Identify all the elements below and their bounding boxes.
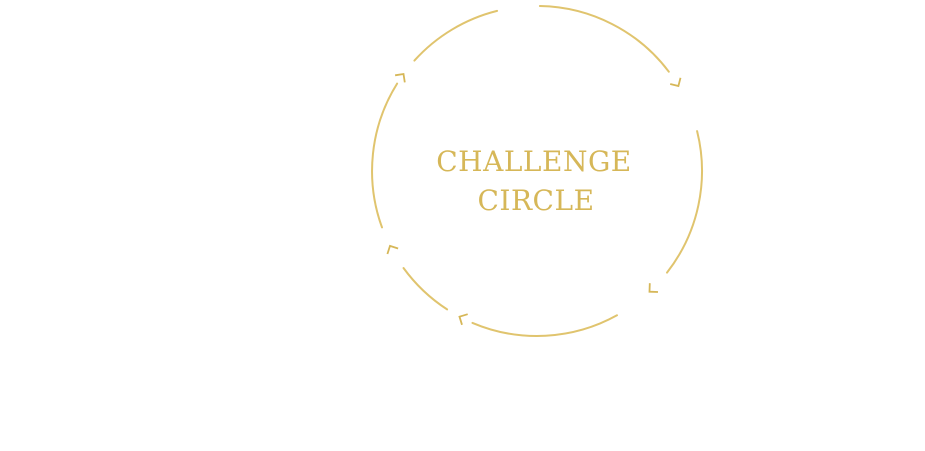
chevron-down-right-icon	[648, 283, 659, 293]
chevron-up-left-icon	[394, 72, 406, 83]
chevron-left-icon	[386, 244, 399, 255]
cycle-ring	[371, 5, 703, 338]
ring-arc-4	[402, 267, 449, 311]
ring-arc-3	[471, 314, 618, 338]
chevron-down-left-icon	[458, 313, 468, 326]
title-line-1: CHALLENGE	[436, 145, 632, 178]
ring-arc-1	[538, 5, 670, 73]
cycle-arrows	[386, 72, 682, 326]
ring-arc-2	[666, 130, 703, 274]
chevron-right-icon	[669, 77, 682, 88]
ring-arc-5	[371, 82, 399, 229]
ring-arc-6	[413, 9, 499, 62]
diagram-title: CHALLENGE CIRCLE	[436, 145, 636, 217]
title-line-2: CIRCLE	[477, 184, 594, 217]
